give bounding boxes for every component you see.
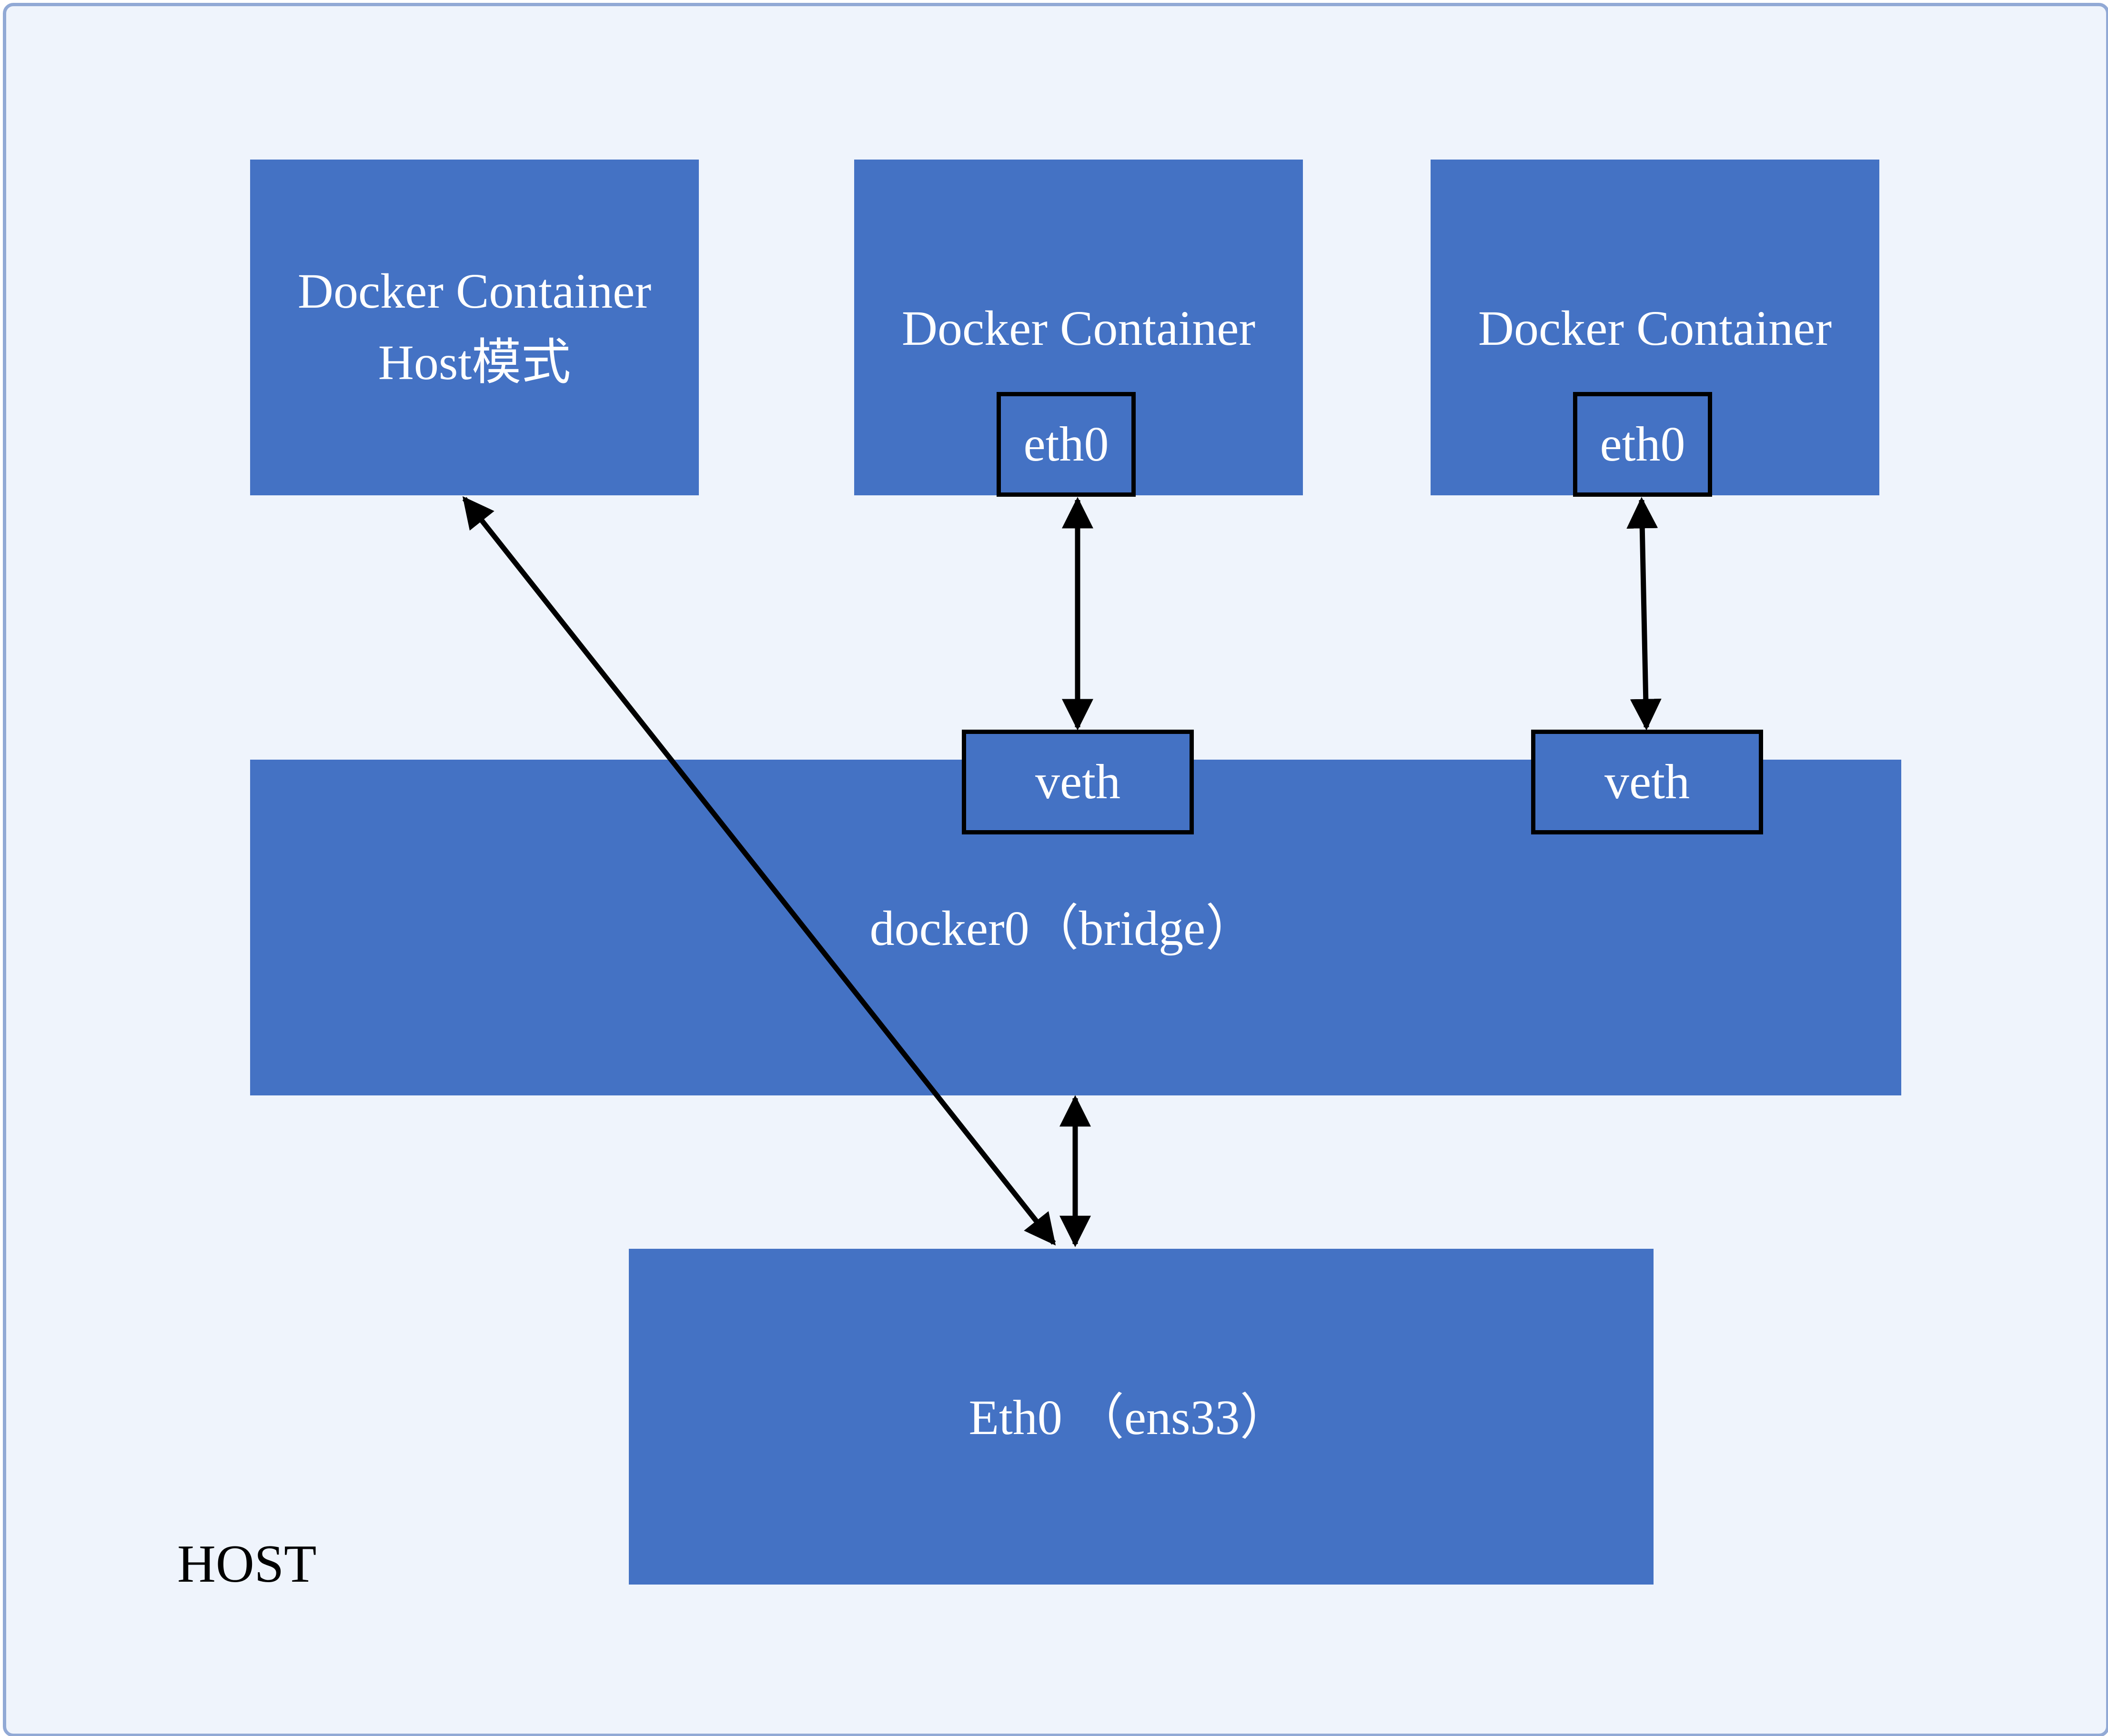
host-label: HOST: [177, 1535, 317, 1594]
container-host-mode: [250, 160, 699, 495]
container-host-mode-subtitle: Host模式: [378, 335, 571, 390]
container-bridge-2-eth0: eth0: [1573, 392, 1712, 497]
arrow-host-container-to-nic: [462, 496, 1056, 1246]
container-bridge-1-title: Docker Container: [901, 301, 1256, 356]
host-nic-eth0: [629, 1249, 1654, 1585]
host-nic-eth0-label: Eth0 （ens33）: [968, 1390, 1290, 1445]
arrow-eth0-2-to-veth-2: [1626, 497, 1662, 731]
veth-port-2: veth: [1531, 730, 1763, 834]
container-host-mode-title: Docker Container: [297, 264, 652, 319]
container-bridge-2-title: Docker Container: [1478, 301, 1832, 356]
container-bridge-1-eth0: eth0: [997, 392, 1136, 497]
